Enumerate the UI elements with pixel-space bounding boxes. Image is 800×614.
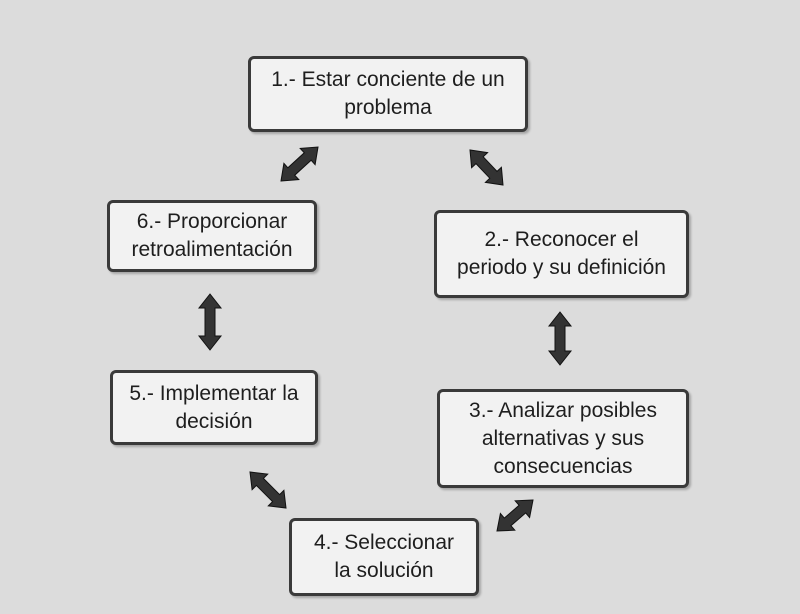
step-6-provide-feedback: 6.- Proporcionar retroalimentación bbox=[107, 200, 317, 272]
double-arrow-5-6 bbox=[197, 293, 223, 351]
step-3-analyze-alternatives: 3.- Analizar posibles alternativas y sus… bbox=[437, 389, 689, 488]
double-arrow-6-1 bbox=[280, 146, 319, 182]
step-4-select-solution: 4.- Seleccionar la solución bbox=[289, 518, 479, 596]
step-1-aware-of-problem: 1.- Estar conciente de un problema bbox=[248, 56, 528, 132]
step-5-implement-decision: 5.- Implementar la decisión bbox=[110, 370, 318, 445]
double-arrow-3-4 bbox=[496, 499, 534, 532]
step-2-recognize-period: 2.- Reconocer el periodo y su definición bbox=[434, 210, 689, 298]
double-arrow-2-3 bbox=[547, 311, 573, 366]
double-arrow-1-2 bbox=[469, 149, 504, 186]
double-arrow-4-5 bbox=[249, 471, 287, 509]
